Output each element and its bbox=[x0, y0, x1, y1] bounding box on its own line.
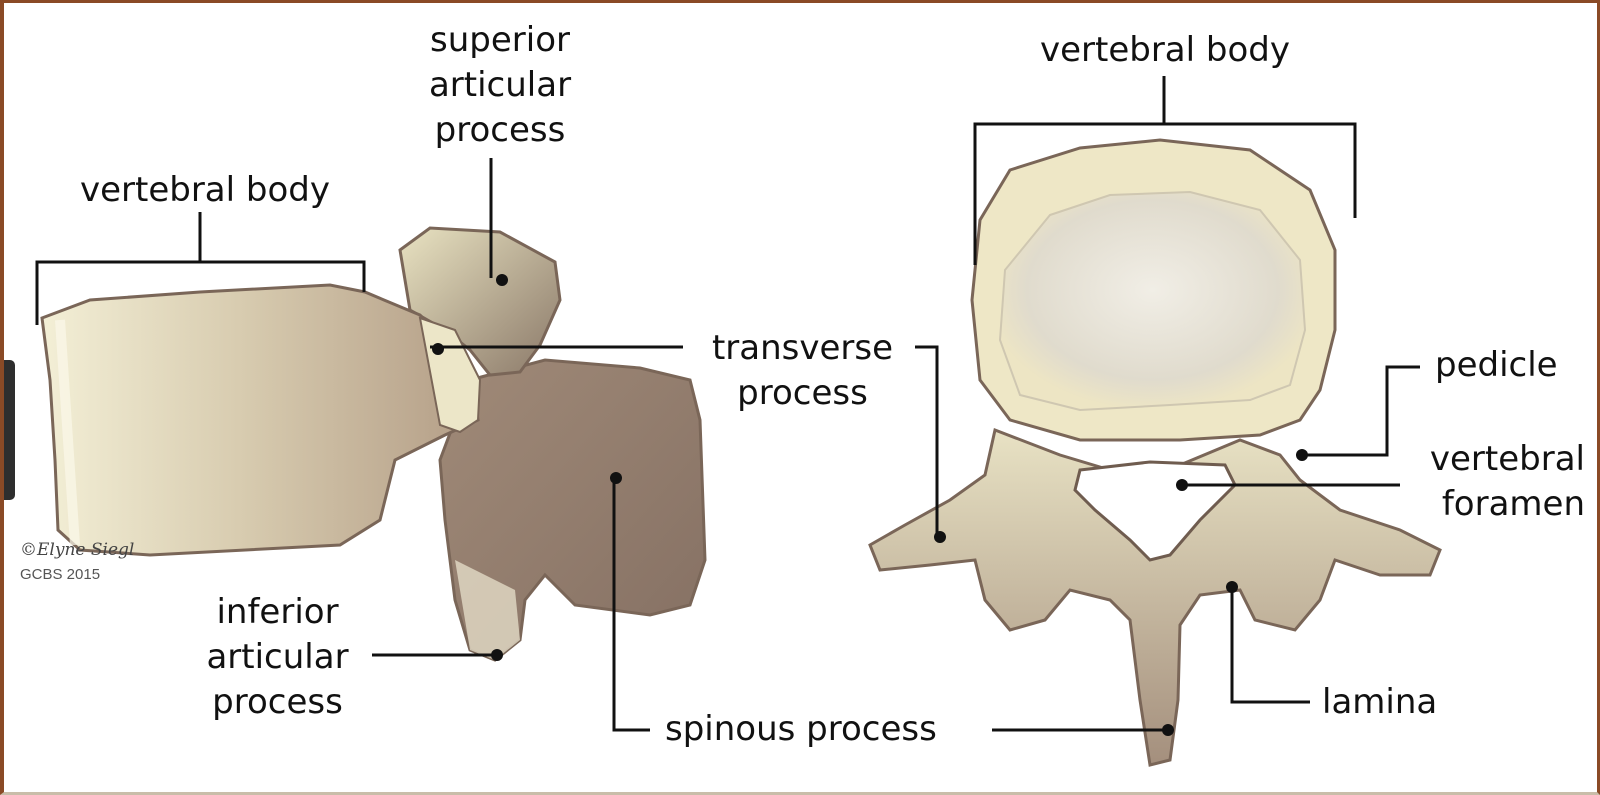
transverse-process-leader-right bbox=[915, 345, 939, 536]
lamina-leader bbox=[1230, 587, 1310, 704]
pedicle-leader bbox=[1302, 365, 1420, 457]
label-lamina: lamina bbox=[1322, 682, 1438, 722]
spinous-process-lateral-shape bbox=[438, 358, 707, 662]
artist-signature: ©Elyne Siegl bbox=[20, 540, 135, 560]
vertebral-arch-shape bbox=[868, 427, 1442, 767]
dot-spinous-lateral bbox=[610, 472, 622, 484]
dot-transverse-left bbox=[432, 343, 444, 355]
dot-inferior-articular bbox=[491, 649, 503, 661]
label-left-vertebral-body: vertebral body bbox=[79, 170, 330, 210]
leader-dots bbox=[432, 274, 1308, 736]
dot-transverse-right bbox=[934, 531, 946, 543]
label-spinous-process: spinous process bbox=[665, 709, 937, 749]
dot-spinous-superior bbox=[1162, 724, 1174, 736]
dot-pedicle bbox=[1296, 449, 1308, 461]
dot-lamina bbox=[1226, 581, 1238, 593]
vertebral-body-lateral-shape bbox=[40, 283, 480, 557]
dot-superior-articular bbox=[496, 274, 508, 286]
left-vertebral-body-bracket bbox=[35, 212, 366, 325]
label-superior-articular-process: superior articular process bbox=[428, 20, 572, 150]
spinous-process-leader-left bbox=[612, 478, 650, 732]
label-inferior-articular-process: inferior articular process bbox=[206, 592, 349, 722]
label-vertebral-foramen: vertebral foramen bbox=[1429, 439, 1585, 524]
label-transverse-process: transverse process bbox=[711, 328, 894, 413]
superior-view-vertebra bbox=[868, 138, 1442, 767]
label-pedicle: pedicle bbox=[1435, 345, 1558, 385]
dot-vertebral-foramen bbox=[1176, 479, 1188, 491]
right-vertebral-body-bracket bbox=[973, 76, 1357, 265]
label-right-vertebral-body: vertebral body bbox=[1039, 30, 1290, 70]
copyright-text: GCBS 2015 bbox=[20, 566, 101, 583]
leader-lines bbox=[35, 76, 1420, 732]
artist-credit: ©Elyne Siegl GCBS 2015 bbox=[20, 540, 134, 583]
